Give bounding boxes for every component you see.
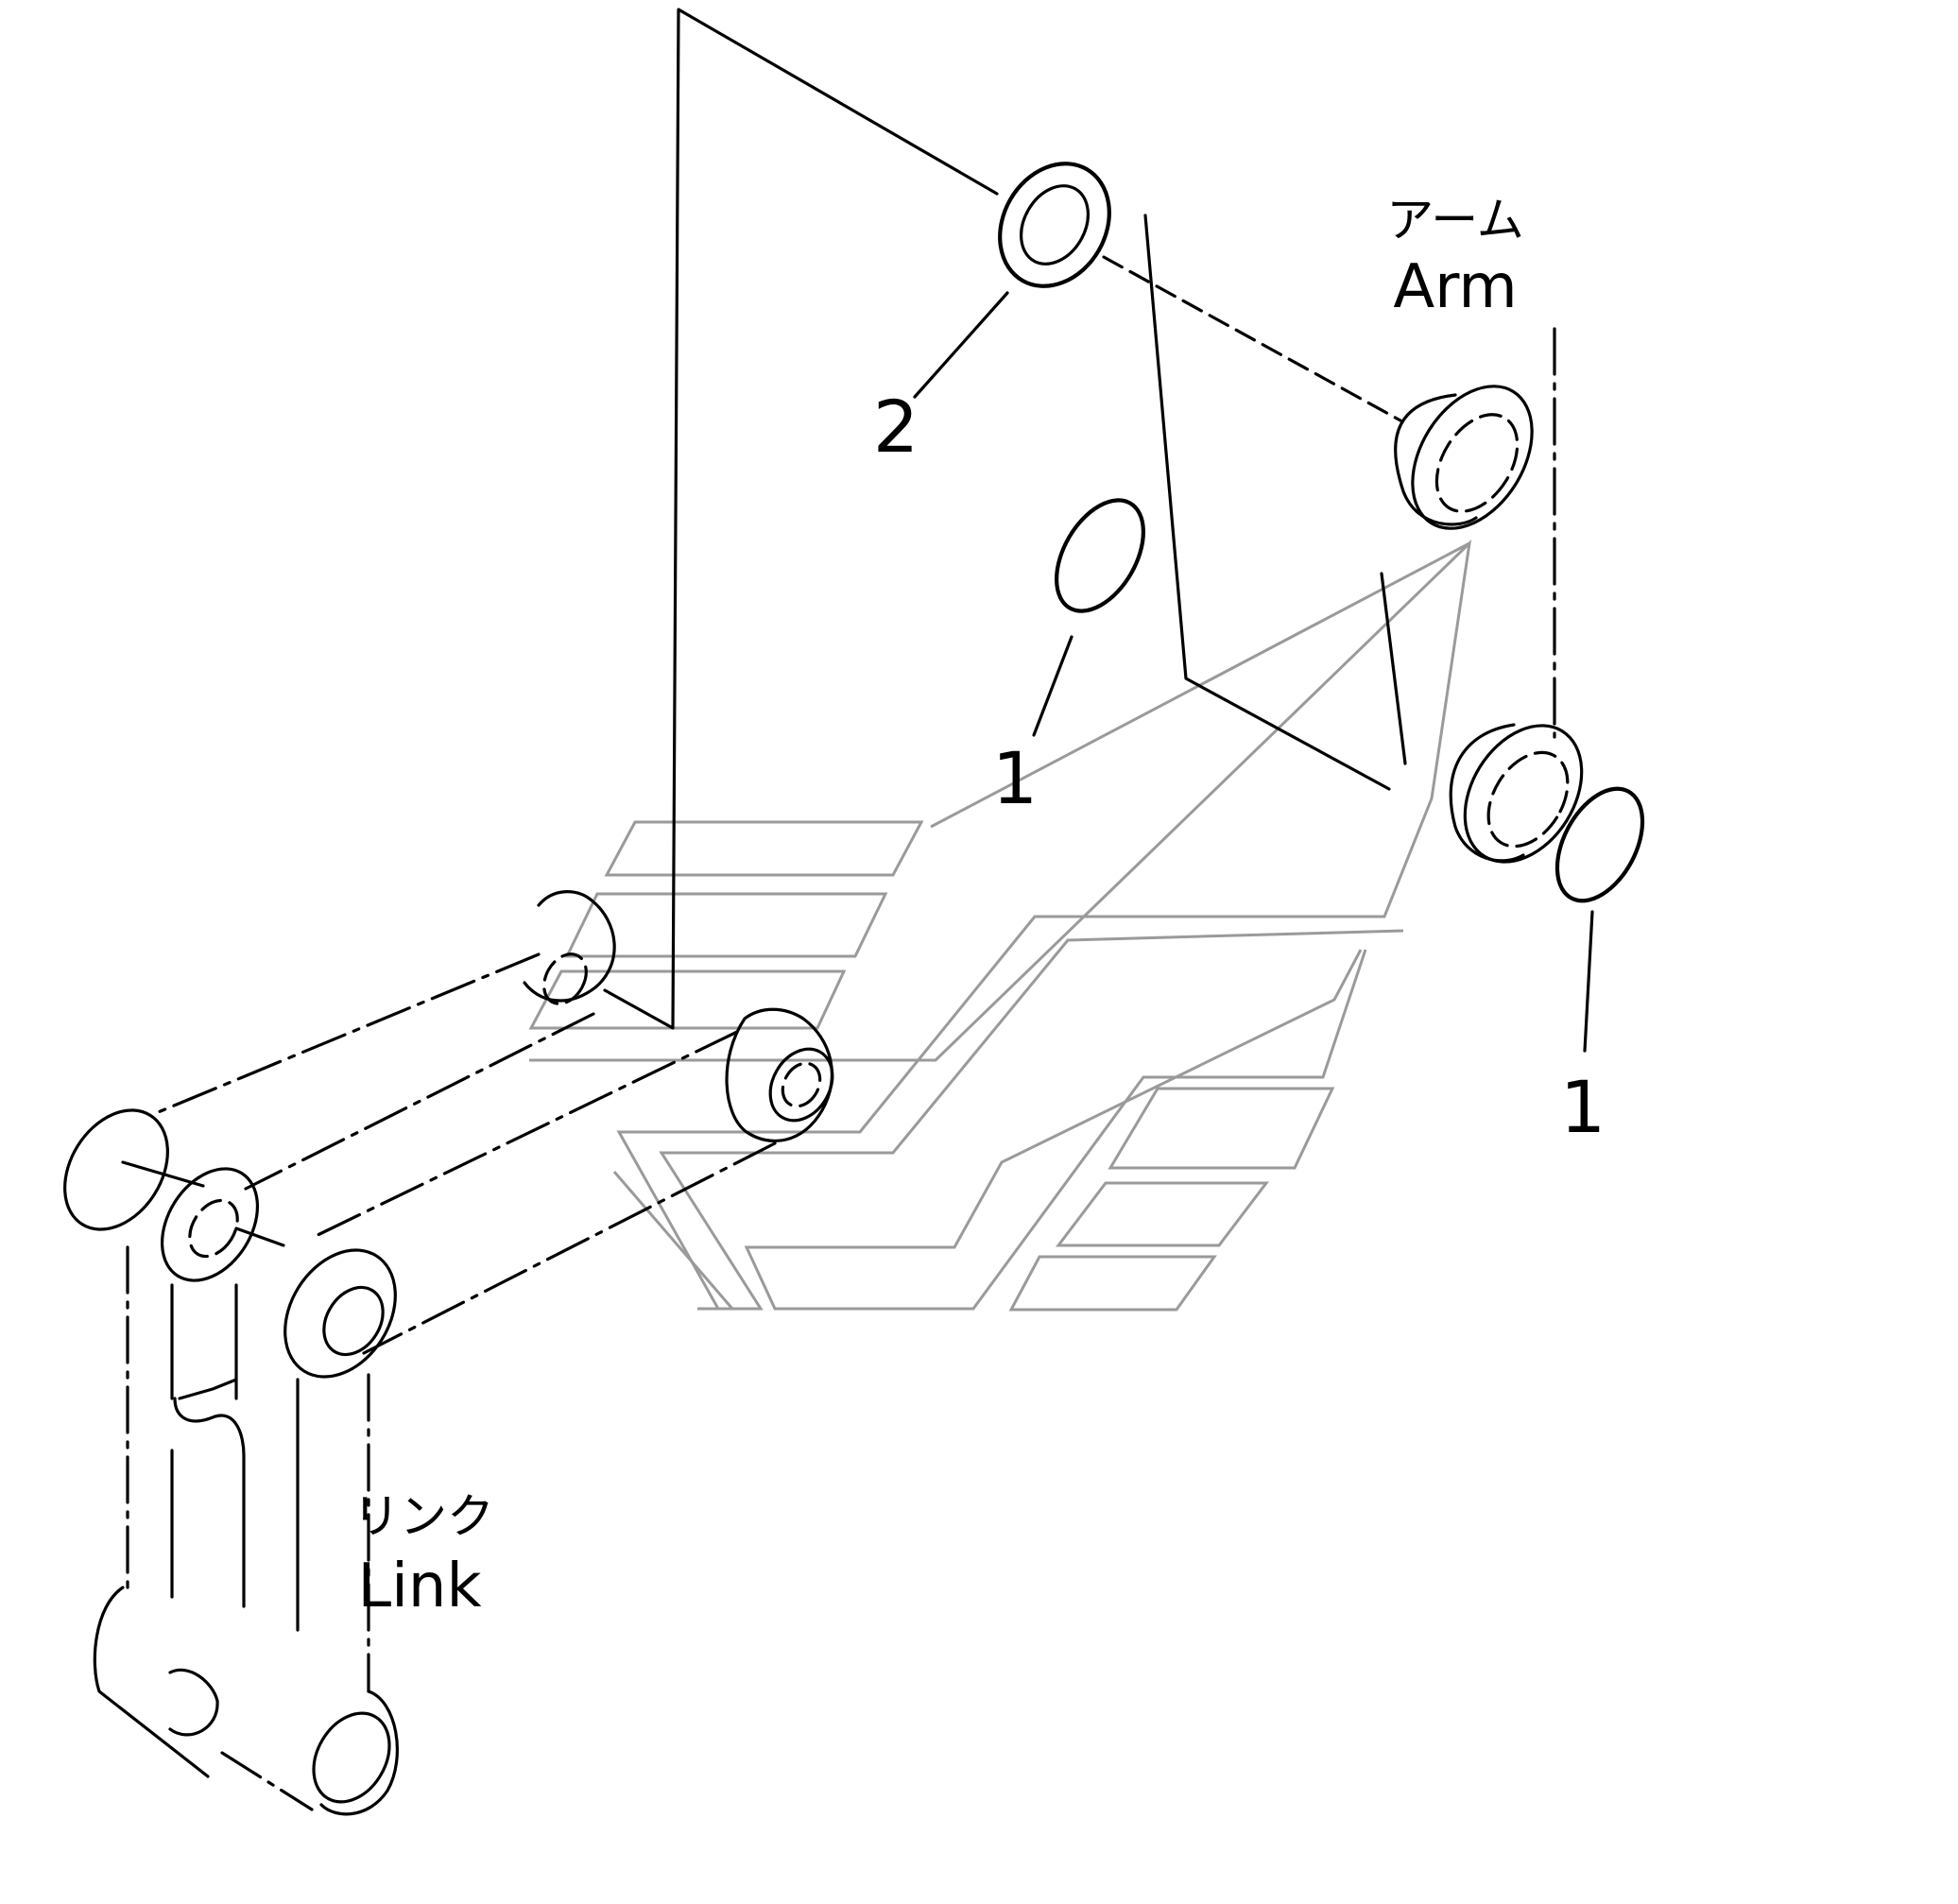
o-ring-part-1-center: [1054, 498, 1146, 613]
arm-boss-upper: [1394, 385, 1534, 530]
callout-part-2: 2: [873, 385, 919, 469]
arm-boss-lower: [1449, 723, 1584, 864]
washer-part-2: [998, 162, 1111, 288]
callout-part-1-right: 1: [1560, 1065, 1606, 1149]
watermark-logo: [528, 539, 1472, 1312]
link-assembly: [63, 890, 834, 1816]
o-ring-part-1-right: [1554, 786, 1645, 903]
arm-axis-line: [1102, 255, 1402, 422]
arm-label-jp: アーム: [1386, 193, 1524, 248]
assembly-lines: [603, 8, 1594, 1053]
arm-label-en: Arm: [1393, 252, 1517, 322]
callout-part-1-center: 1: [992, 736, 1038, 820]
link-label-en: Link: [357, 1552, 481, 1621]
link-label-jp: リンク: [352, 1489, 494, 1544]
